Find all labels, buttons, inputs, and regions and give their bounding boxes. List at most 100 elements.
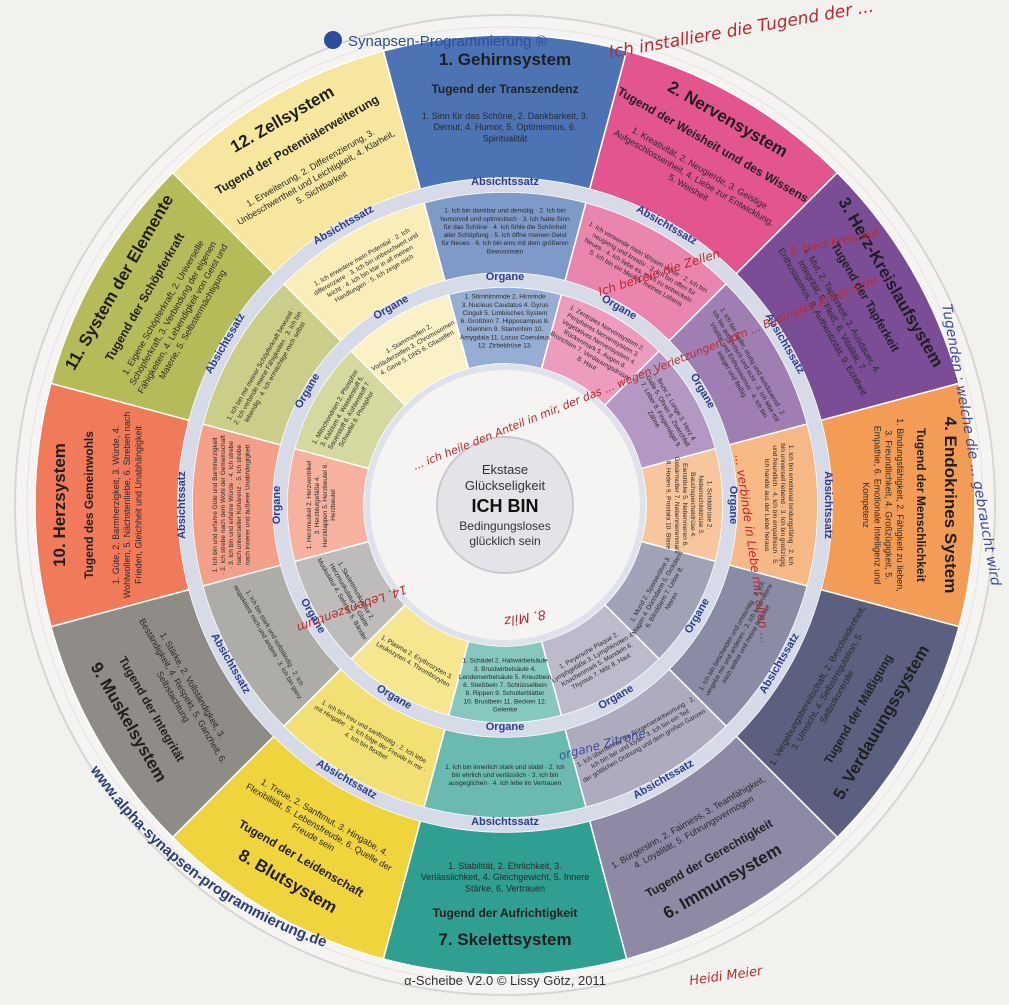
section-virtue-line: Tugend der Transzendenz xyxy=(431,82,578,96)
sector-organe xyxy=(349,293,470,407)
section-absicht-line: 1. Ich bin dankbar und demütig · 2. Ich … xyxy=(444,208,566,215)
signature: Heidi Meier xyxy=(688,964,765,989)
section-absicht-line: · 2. Ich strebe nach dem Wohl der Gemein… xyxy=(220,435,227,575)
section-virtue-line: Tugend der Aufrichtigkeit xyxy=(433,906,578,920)
section-title-line: 1. Gehirnsystem xyxy=(439,50,571,69)
section-items: 1. Bindungsfähigkeit, 2. Fähigkeit zu li… xyxy=(861,418,905,592)
section-organe-line: 6. Steißbein 7. Schlüsselbein xyxy=(463,682,547,689)
absicht-ring xyxy=(178,178,832,832)
section-items: 1. Stabilität, 2. Ehrlichkeit, 3.Verläss… xyxy=(421,861,590,894)
sector-outer xyxy=(382,819,628,976)
absicht-label: Absichtssatz xyxy=(176,471,188,539)
section-organe-line: 1. Stirnhirnrinde 2. Hirnrinde xyxy=(464,294,546,301)
section-items: 1. Sinn für das Schöne, 2. Dankbarkeit, … xyxy=(422,111,589,144)
section-absicht-line: 1. Ich bin emotional bindungsfähig · 2. … xyxy=(787,445,794,566)
brand-logo: Synapsen-Programmierung ® xyxy=(324,31,547,50)
section-organe-line: 1. Herzmuskel 2. Herzventrikel xyxy=(306,460,313,549)
section-title-line: 4. Endokrines System xyxy=(941,417,960,594)
section-organe-line: Eierstöcke 5. Nebennieren 6. xyxy=(681,463,688,547)
section-organe-line: 8. Hoden 9. Prostata 10. Blase xyxy=(665,461,672,550)
annotation-sektion-1: 8. Milz xyxy=(502,606,547,628)
footer-bottom: α-Scheibe V2.0 © Lissy Götz, 2011 xyxy=(404,973,606,988)
section-title-line: 7. Skelettsystem xyxy=(438,930,571,949)
section-title: 1. Gehirnsystem xyxy=(439,50,571,69)
organe-label-line: Organe xyxy=(727,486,739,525)
section-organe-line: 3. Herzblutgefäße 4. xyxy=(314,475,321,534)
section-absicht: 1. Ich bin und erfahre Güte und Barmherz… xyxy=(212,435,252,575)
center-line-5: glücklich sein xyxy=(469,534,540,548)
section-absicht-line: Bewusstsein xyxy=(487,248,524,255)
center-line-2: Glückseligkeit xyxy=(465,478,546,493)
section-organe-line: 3. Nucleus Caudatus 4. Gyrus xyxy=(462,302,549,309)
section-items-line: Stärke, 6. Vertrauen xyxy=(465,883,545,893)
section-absicht: 1. Ich bin emotional bindungsfähig · 2. … xyxy=(763,443,794,567)
section-absicht-line: für Neues · 6. Ich bin eins mit dem größ… xyxy=(441,240,569,247)
section-items: 1. Güte, 2. Barmherzigkeit, 3. Würde, 4.… xyxy=(111,412,144,598)
organe-label: Organe xyxy=(271,486,283,525)
section-virtue: Tugend der Aufrichtigkeit xyxy=(433,906,578,920)
annotation-top-right: Ich installiere die Tugend der ... xyxy=(607,0,875,63)
section-organe-line: Nebenschilddrüse 3. xyxy=(697,475,704,534)
center-line-1: Ekstase xyxy=(482,462,528,477)
section-items-line: Demut, 4. Humor, 5. Optimismus, 6. xyxy=(433,122,576,132)
section-organe-line: Kleinhirn 9. Stammhirn 10. xyxy=(467,326,544,333)
center-line-3: ICH BIN xyxy=(472,496,539,516)
section-absicht: 1. Ich bin dankbar und demütig · 2. Ich … xyxy=(440,208,570,256)
section-organe-line: 10. Brustbein 11. Becken 12. xyxy=(464,698,547,705)
section-virtue: Tugend der Transzendenz xyxy=(431,82,578,96)
section-title: 7. Skelettsystem xyxy=(438,930,571,949)
center-disc xyxy=(436,436,574,574)
section-title: 4. Endokrines System xyxy=(941,417,960,594)
section-items-line: Wohlwollen, 5. Nächstenliebe, 6. Streben… xyxy=(122,412,132,598)
section-organe-line: Herzklappen 5. Herzbeutel 6. xyxy=(322,463,329,547)
section-organe: 1. Schilddrüse 2.Nebenschilddrüse 3.Bauc… xyxy=(665,456,713,554)
section-virtue-line: Tugend des Gemeinwohls xyxy=(82,431,96,579)
section-absicht: 1. Ich bin innerlich stark und stabil · … xyxy=(445,764,565,787)
section-absicht-line: bin universell liebend · 3. Ich bin groß… xyxy=(779,443,786,567)
section-virtue: Tugend des Gemeinwohls xyxy=(82,431,96,579)
section-organe-line: Herzbeutel xyxy=(330,489,337,521)
section-items-line: Empathie, 6. Emotionale Intelligenz und xyxy=(872,426,882,585)
section-items-line: 1. Güte, 2. Barmherzigkeit, 3. Würde, 4. xyxy=(111,426,121,585)
section-organe-line: 3. Brustwirbelsäule 4. xyxy=(474,666,536,673)
section-organe-line: Amygdala 11. Locus Coeruleus xyxy=(460,334,551,341)
section-absicht-line: 1. Ich bin innerlich stark und stabil · … xyxy=(445,764,565,771)
absicht-label-line: Absichtssatz xyxy=(471,176,539,188)
brand-alpha-icon xyxy=(324,31,342,49)
absicht-label: Absichtssatz xyxy=(471,816,539,828)
section-items-line: Kompetenz xyxy=(861,482,871,528)
organe-label: Organe xyxy=(486,721,525,733)
section-items-line: 1. Sinn für das Schöne, 2. Dankbarkeit, … xyxy=(422,111,589,121)
section-items-line: Frieden, Gleichheit und Unabhängigkeit xyxy=(133,425,143,584)
section-organe-line: 1. Schilddrüse 2. xyxy=(705,481,712,530)
sector-group xyxy=(34,34,976,976)
section-absicht-line: 1. Ich bin und erfahre Güte und Barmherz… xyxy=(212,437,219,572)
brand-text: Synapsen-Programmierung ® xyxy=(348,33,547,50)
section-items-line: 3. Freundlichkeit, 4. Großzügigkeit, 5. xyxy=(884,430,894,580)
section-virtue: Tugend der Menschlichkeit xyxy=(914,428,928,582)
section-absicht-line: Ich handle aus der Liebe heraus xyxy=(763,459,770,553)
section-virtue-line: Tugend der Menschlichkeit xyxy=(914,428,928,582)
section-organe-line: Gebärmutter 7. Nebennierenmark xyxy=(673,456,680,554)
section-items-line: 1. Stabilität, 2. Ehrlichkeit, 3. xyxy=(448,861,562,871)
section-organe-line: 6. Großhirn 7. Hippocampus 8. xyxy=(461,318,550,325)
section-absicht-line: aller Schöpfung · 5. Ich öffne meinen Ge… xyxy=(443,232,566,239)
organe-label-line: Organe xyxy=(486,721,525,733)
organe-label: Organe xyxy=(486,271,525,283)
section-title-line: 10. Herzsystem xyxy=(50,443,69,567)
inner-ring xyxy=(364,364,646,646)
absicht-label-line: Absichtssatz xyxy=(822,471,834,539)
absicht-label-line: Absichtssatz xyxy=(176,471,188,539)
section-items-line: Spiritualität xyxy=(483,133,528,143)
section-absicht-line: humorvoll und optimistisch · 3. Ich habe… xyxy=(440,216,570,223)
section-organe-line: 12. Zirbeldrüse 13. xyxy=(478,342,532,349)
absicht-label: Absichtssatz xyxy=(471,176,539,188)
section-organe-line: Lendenwirbelsäule 5. Kreuzbein xyxy=(459,674,552,681)
section-organe-line: Gelenke xyxy=(493,706,518,713)
organe-label-line: Organe xyxy=(271,486,283,525)
